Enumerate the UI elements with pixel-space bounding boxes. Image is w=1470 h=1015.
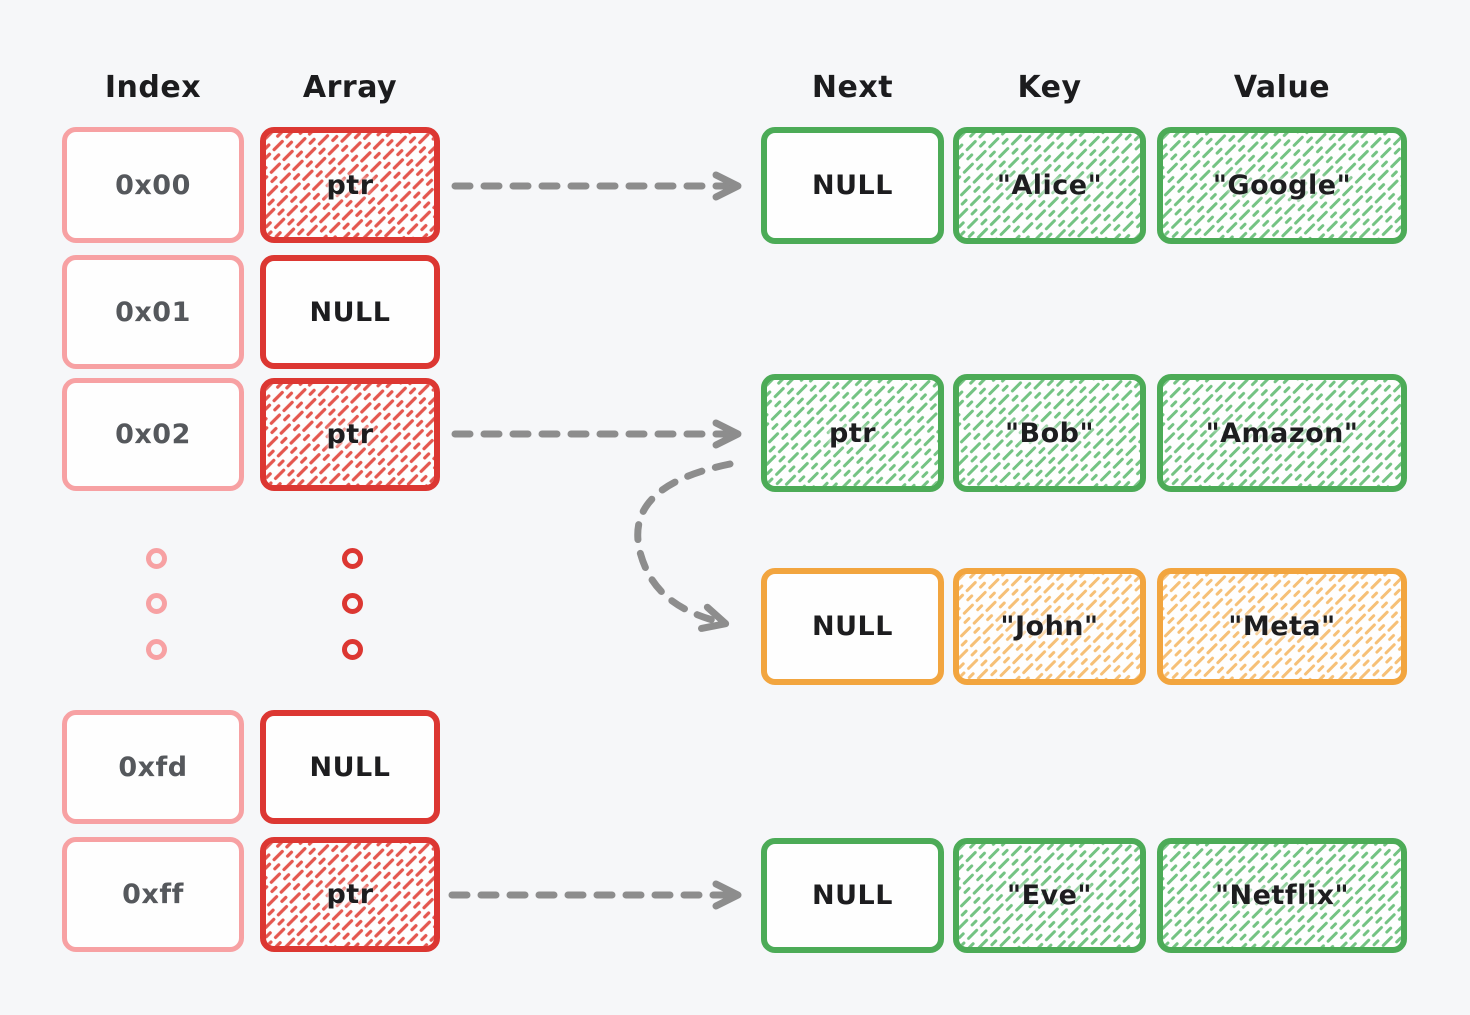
node-bob-next-cell: ptr [761, 374, 944, 492]
node-eve-next-cell: NULL [761, 838, 944, 953]
index-label: 0x02 [115, 419, 191, 450]
green-hatch-fill [1163, 844, 1401, 947]
array-cell-label: ptr [326, 879, 374, 910]
green-hatch-fill [1163, 133, 1401, 238]
index-cell-0xff: 0xff [62, 837, 244, 952]
column-header-next: Next [811, 70, 894, 105]
red-hatch-fill [266, 133, 434, 237]
ellipsis-dot [146, 548, 167, 569]
array-cell-0xff-ptr: ptr [260, 837, 440, 952]
orange-hatch-fill [959, 574, 1140, 679]
node-value-label: "Netflix" [1214, 880, 1350, 911]
green-hatch-fill [959, 380, 1140, 486]
node-key-label: "Bob" [1004, 417, 1095, 449]
column-header-key: Key [1017, 70, 1082, 105]
node-john-next-cell: NULL [761, 568, 944, 685]
node-value-label: "Amazon" [1205, 417, 1359, 449]
array-cell-0xfd-null: NULL [260, 710, 440, 824]
index-cell-0xfd: 0xfd [62, 710, 244, 824]
node-key-label: "John" [1000, 611, 1099, 642]
node-key-label: "Eve" [1007, 880, 1092, 911]
green-hatch-fill [959, 133, 1140, 238]
green-hatch-fill [1163, 380, 1401, 486]
index-cell-0x00: 0x00 [62, 127, 244, 243]
node-alice-value-cell: "Google" [1157, 127, 1407, 244]
node-eve-value-cell: "Netflix" [1157, 838, 1407, 953]
column-header-value: Value [1233, 70, 1331, 105]
node-bob-key-cell: "Bob" [953, 374, 1146, 492]
ellipsis-dot [146, 639, 167, 660]
arrow-node-bob-to-node-john [634, 460, 734, 632]
node-john-value-cell: "Meta" [1157, 568, 1407, 685]
red-hatch-fill [266, 843, 434, 946]
node-eve-key-cell: "Eve" [953, 838, 1146, 953]
node-john-key-cell: "John" [953, 568, 1146, 685]
green-hatch-fill [959, 844, 1140, 947]
node-value-label: "Google" [1212, 170, 1352, 201]
node-next-label: NULL [812, 611, 893, 642]
ellipsis-dot [342, 593, 363, 614]
ellipsis-dot [342, 639, 363, 660]
node-next-label: NULL [812, 880, 893, 911]
orange-hatch-fill [1163, 574, 1401, 679]
node-bob-value-cell: "Amazon" [1157, 374, 1407, 492]
red-hatch-fill [266, 384, 434, 485]
node-key-label: "Alice" [996, 170, 1103, 201]
node-alice-key-cell: "Alice" [953, 127, 1146, 244]
array-cell-label: ptr [326, 419, 374, 450]
column-header-array: Array [302, 70, 398, 105]
array-cell-label: ptr [326, 169, 374, 201]
index-cell-0x02: 0x02 [62, 378, 244, 491]
green-hatch-fill [767, 380, 938, 486]
array-cell-0x02-ptr: ptr [260, 378, 440, 491]
index-label: 0x00 [115, 169, 191, 201]
node-value-label: "Meta" [1228, 611, 1336, 642]
node-alice-next-cell: NULL [761, 127, 944, 244]
ellipsis-dot [146, 593, 167, 614]
node-next-label: NULL [812, 170, 893, 201]
index-cell-0x01: 0x01 [62, 255, 244, 369]
ellipsis-dot [342, 548, 363, 569]
array-cell-label: NULL [309, 296, 391, 328]
index-label: 0x01 [115, 296, 191, 328]
array-cell-0x01-null: NULL [260, 255, 440, 369]
column-header-index: Index [104, 70, 202, 105]
index-label: 0xff [122, 879, 184, 910]
array-cell-0x00-ptr: ptr [260, 127, 440, 243]
node-next-label: ptr [828, 417, 877, 449]
index-label: 0xfd [118, 751, 188, 783]
array-cell-label: NULL [309, 751, 391, 783]
